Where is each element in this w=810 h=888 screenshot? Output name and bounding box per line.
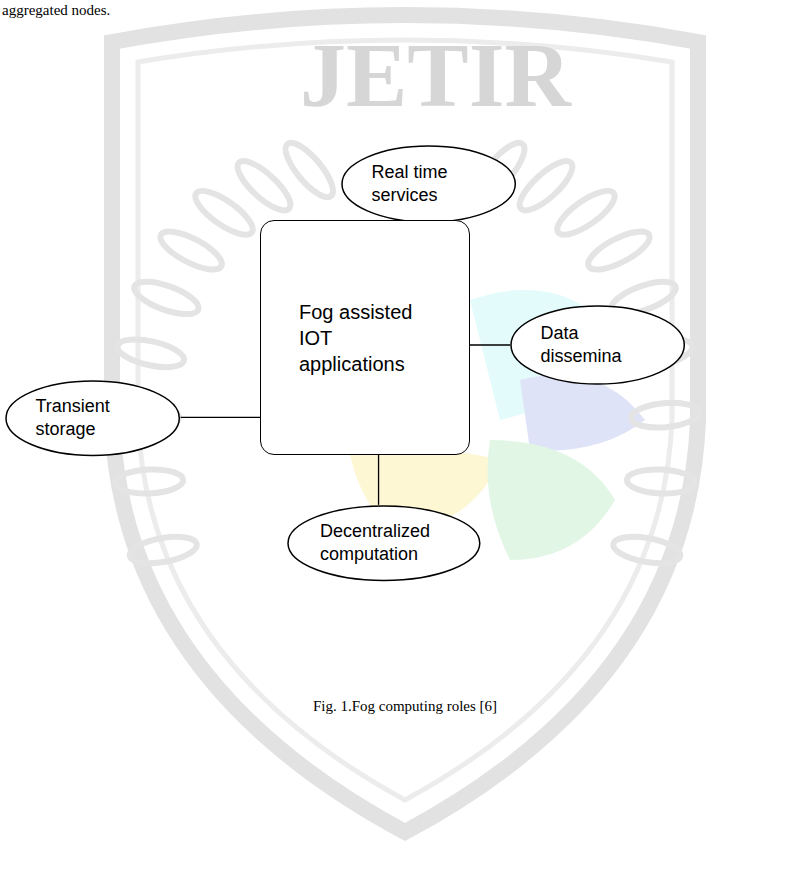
node-text: Transient storage [35,395,150,442]
role-ellipse: Decentralized computation [287,505,481,581]
laurel-leaf [155,224,226,277]
role-ellipse: Transient storage [5,380,180,456]
connector-line [378,455,379,505]
laurel-leaf [115,468,184,495]
laurel-leaf [128,532,199,567]
laurel-leaf [189,184,258,243]
node-text: Decentralized computation [320,520,448,567]
ellipse-outline [341,145,516,223]
laurel-leaf [611,532,682,567]
figure-caption: Fig. 1.Fog computing roles [6] [313,698,497,715]
process-box: Fog assisted IOT applications [260,220,470,455]
laurel-leaf [130,275,202,321]
laurel-leaf [115,334,187,372]
role-ellipse: Data dissemina [510,305,685,385]
node-text: Real time services [371,161,486,208]
ellipse-outline [5,380,180,456]
laurel-leaf [630,400,700,430]
laurel-leaf [626,468,695,495]
laurel-leaf [551,184,620,243]
node-text: Fog assisted IOT applications [299,299,431,377]
ellipse-outline [510,305,685,385]
role-ellipse: Real time services [341,145,516,223]
laurel-leaf [583,224,654,277]
node-text: Data dissemina [540,322,655,369]
connector-line [470,344,510,345]
ellipse-outline [287,505,481,581]
watermark-text: JETIR [300,22,571,128]
connector-line [181,417,260,418]
body-text: aggregated nodes. [2,2,110,19]
